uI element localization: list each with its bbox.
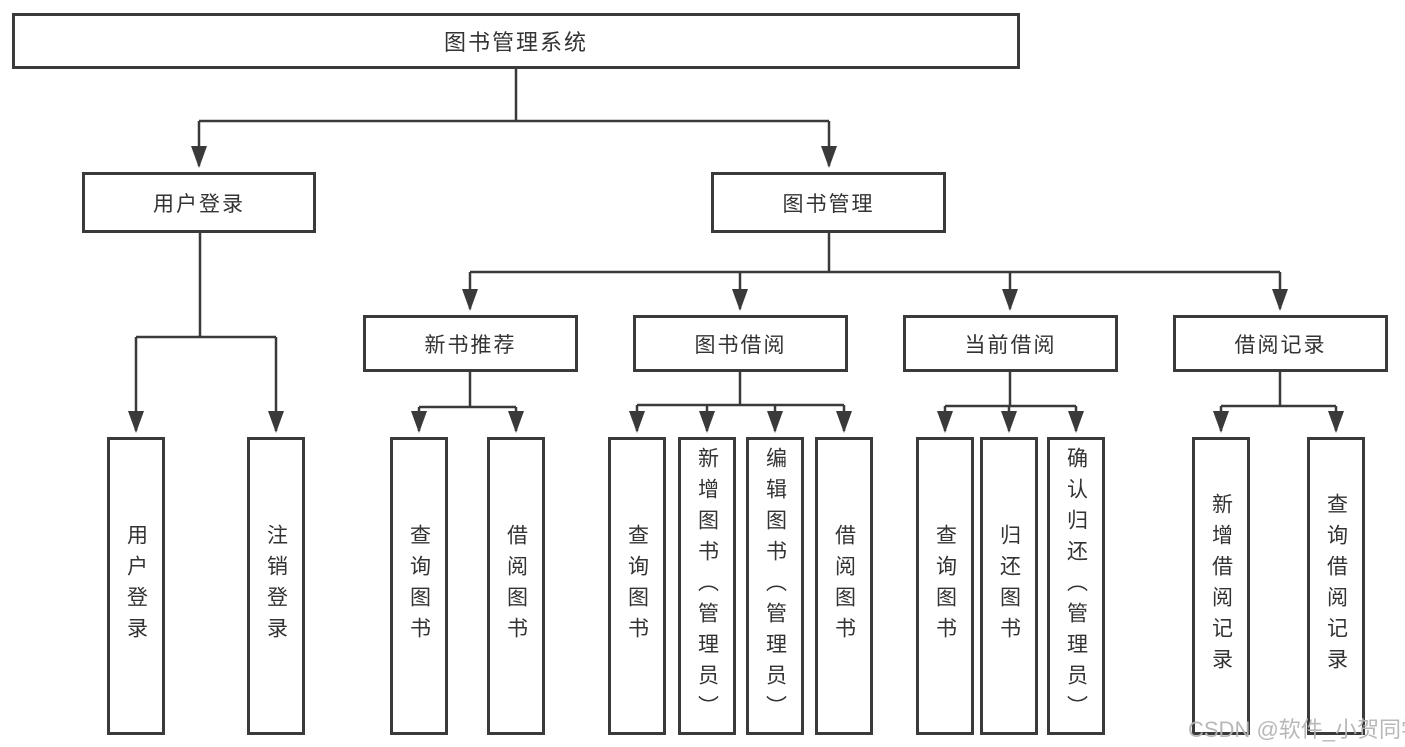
node-user-login: 用户登录 <box>82 172 316 233</box>
leaf-edit-book-admin: 编辑图书（管理员） <box>746 437 804 735</box>
node-new-book-recommend: 新书推荐 <box>363 315 578 372</box>
leaf-add-book-admin-label: 新增图书（管理员） <box>695 446 719 726</box>
leaf-confirm-return-admin: 确认归还（管理员） <box>1047 437 1105 735</box>
leaf-add-book-admin: 新增图书（管理员） <box>678 437 736 735</box>
leaf-logout-label: 注销登录 <box>264 524 288 648</box>
node-borrow-records: 借阅记录 <box>1173 315 1388 372</box>
leaf-add-borrow-record-label: 新增借阅记录 <box>1209 493 1233 679</box>
leaf-edit-book-admin-label: 编辑图书（管理员） <box>763 446 787 726</box>
leaf-return-book: 归还图书 <box>980 437 1038 735</box>
leaf-borrow-books-label: 借阅图书 <box>832 524 856 648</box>
leaf-return-book-label: 归还图书 <box>997 524 1021 648</box>
leaf-query-books-borrow-label: 查询图书 <box>625 524 649 648</box>
leaf-query-books-recommend-label: 查询图书 <box>407 524 431 648</box>
leaf-user-login-label: 用户登录 <box>124 524 148 648</box>
leaf-borrow-books-recommend: 借阅图书 <box>487 437 545 735</box>
leaf-borrow-books-recommend-label: 借阅图书 <box>504 524 528 648</box>
leaf-query-books-current-label: 查询图书 <box>933 524 957 648</box>
node-current-borrow: 当前借阅 <box>903 315 1118 372</box>
leaf-query-books-current: 查询图书 <box>916 437 974 735</box>
node-root: 图书管理系统 <box>12 13 1020 69</box>
leaf-user-login: 用户登录 <box>107 437 165 735</box>
leaf-logout: 注销登录 <box>247 437 305 735</box>
leaf-query-borrow-record: 查询借阅记录 <box>1307 437 1365 735</box>
leaf-query-borrow-record-label: 查询借阅记录 <box>1324 493 1348 679</box>
node-book-management: 图书管理 <box>711 172 946 233</box>
leaf-confirm-return-admin-label: 确认归还（管理员） <box>1064 446 1088 726</box>
leaf-add-borrow-record: 新增借阅记录 <box>1192 437 1250 735</box>
leaf-borrow-books: 借阅图书 <box>815 437 873 735</box>
node-book-borrow: 图书借阅 <box>633 315 848 372</box>
leaf-query-books-recommend: 查询图书 <box>390 437 448 735</box>
leaf-query-books-borrow: 查询图书 <box>608 437 666 735</box>
